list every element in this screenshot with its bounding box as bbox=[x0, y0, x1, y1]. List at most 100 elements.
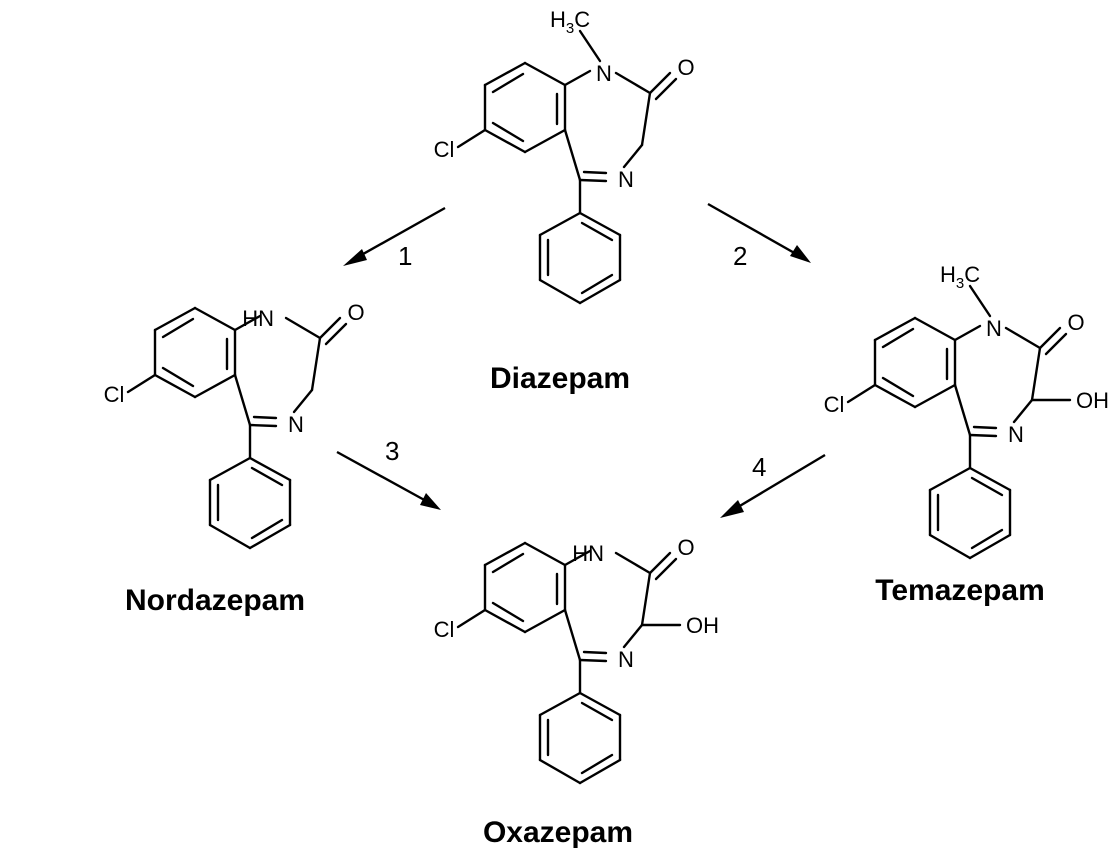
carbonyl-double-bond bbox=[324, 322, 348, 346]
benzo-ring-bond bbox=[483, 541, 527, 567]
ring-bond-n1-c2 bbox=[614, 71, 652, 95]
arrow-step-1 bbox=[343, 206, 446, 266]
methyl-subscript: 3 bbox=[566, 20, 574, 37]
hydroxyl-label: OH bbox=[686, 613, 719, 638]
benzo-ring-bond bbox=[523, 541, 567, 567]
ring-bond-n1-c2 bbox=[614, 551, 652, 575]
ring-bond-c5-c5a bbox=[563, 608, 582, 662]
carbonyl-oxygen-label: O bbox=[677, 55, 694, 80]
ring-bond-c3-n4 bbox=[622, 143, 644, 169]
benzo-ring-bond bbox=[523, 61, 567, 87]
benzo-ring-bond bbox=[193, 306, 237, 332]
carbonyl-double-bond bbox=[1044, 332, 1068, 356]
step-label-1: 1 bbox=[398, 241, 412, 271]
ring-bond-n4-c5 bbox=[968, 433, 998, 438]
carbonyl-double-bond bbox=[654, 557, 678, 581]
ring-bond-c3-n4 bbox=[622, 623, 644, 649]
benzo-ring-bond bbox=[193, 373, 237, 399]
benzo-ring-bond bbox=[913, 316, 957, 342]
ring-bond-c9a-n1 bbox=[563, 549, 592, 567]
phenyl-ring-bond bbox=[538, 211, 582, 237]
phenyl-ring-bond bbox=[578, 691, 622, 717]
benzo-ring-bond bbox=[483, 61, 527, 87]
carbonyl-bond bbox=[1038, 326, 1062, 350]
benzo-ring-double-bond bbox=[491, 121, 525, 143]
step-label-4: 4 bbox=[752, 452, 766, 482]
cl-atom-label: Cl bbox=[434, 617, 455, 642]
phenyl-ring-bond bbox=[208, 523, 252, 550]
arrow-step-2 bbox=[707, 202, 811, 263]
phenyl-ring-bond bbox=[928, 466, 972, 492]
compound-name-temazepam: Temazepam bbox=[875, 574, 1045, 607]
ring-bond-c9a-n1 bbox=[233, 314, 262, 332]
carbonyl-bond bbox=[648, 71, 672, 95]
benzo-ring-double-bond bbox=[881, 327, 915, 349]
benzo-ring-bond bbox=[873, 316, 917, 342]
n1-atom-label: HN bbox=[572, 541, 604, 566]
phenyl-ring-bond bbox=[208, 456, 252, 482]
benzo-ring-double-bond bbox=[491, 601, 525, 623]
ring-bond-c2-c3 bbox=[310, 336, 322, 392]
methyl-h: H bbox=[550, 7, 566, 32]
ring-bond-c9a-n1 bbox=[563, 69, 592, 87]
phenyl-ring-bond bbox=[248, 523, 292, 550]
arrow-step-4 bbox=[720, 453, 826, 518]
step-label-2: 2 bbox=[733, 241, 747, 271]
hydroxyl-label: OH bbox=[1076, 388, 1109, 413]
ring-double-bond-n4-c5 bbox=[582, 170, 608, 175]
ring-bond-n4-c5 bbox=[578, 658, 608, 663]
ring-bond-c3-n4 bbox=[1012, 398, 1034, 424]
phenyl-double-bond bbox=[250, 466, 284, 487]
n1-atom-label: N bbox=[596, 61, 612, 86]
cl-atom-label: Cl bbox=[434, 137, 455, 162]
phenyl-ring-bond bbox=[538, 691, 582, 717]
benzo-ring-double-bond bbox=[491, 552, 525, 574]
benzo-ring-double-bond bbox=[161, 366, 195, 388]
cl-bond bbox=[126, 373, 157, 394]
cl-atom-label: Cl bbox=[824, 392, 845, 417]
ring-bond-c2-c3 bbox=[640, 91, 652, 147]
phenyl-ring-bond bbox=[538, 758, 582, 785]
benzo-ring-double-bond bbox=[491, 72, 525, 94]
benzo-ring-bond bbox=[153, 306, 197, 332]
compound-name-diazepam: Diazepam bbox=[490, 362, 630, 395]
ring-bond-c5-c5a bbox=[563, 128, 582, 182]
methyl-label: H3C bbox=[940, 262, 980, 292]
ring-bond-c5-c5a bbox=[953, 383, 972, 437]
methyl-bond bbox=[968, 284, 992, 318]
n4-atom-label: N bbox=[1008, 422, 1024, 447]
phenyl-ring-bond bbox=[928, 533, 972, 560]
ring-bond-n4-c5 bbox=[248, 423, 278, 428]
phenyl-double-bond bbox=[580, 273, 614, 295]
phenyl-double-bond bbox=[250, 518, 284, 540]
benzo-ring-bond bbox=[483, 608, 527, 634]
benzo-ring-double-bond bbox=[161, 317, 195, 339]
phenyl-ring-bond bbox=[578, 758, 622, 785]
ring-bond-c9a-n1 bbox=[953, 324, 982, 342]
benzo-ring-double-bond bbox=[881, 376, 915, 398]
phenyl-ring-bond bbox=[968, 466, 1012, 492]
benzo-ring-bond bbox=[913, 383, 957, 409]
ring-bond-c2-c3 bbox=[640, 571, 652, 627]
n1-atom-label: HN bbox=[242, 306, 274, 331]
phenyl-ring-bond bbox=[578, 278, 622, 305]
carbonyl-oxygen-label: O bbox=[347, 300, 364, 325]
carbonyl-double-bond bbox=[654, 77, 678, 101]
methyl-subscript: 3 bbox=[956, 275, 964, 292]
n4-atom-label: N bbox=[618, 647, 634, 672]
phenyl-double-bond bbox=[580, 701, 614, 722]
benzo-ring-bond bbox=[153, 373, 197, 399]
n1-atom-label: N bbox=[986, 316, 1002, 341]
ring-bond-c2-c3 bbox=[1030, 346, 1042, 402]
ring-bond-c5-c5a bbox=[233, 373, 252, 427]
phenyl-double-bond bbox=[970, 528, 1004, 550]
ring-bond-c3-n4 bbox=[292, 388, 314, 414]
benzo-ring-bond bbox=[483, 128, 527, 154]
ring-double-bond-n4-c5 bbox=[582, 650, 608, 655]
methyl-c: C bbox=[964, 262, 980, 287]
ring-bond-n1-c2 bbox=[1004, 326, 1042, 350]
ring-bond-n4-c5 bbox=[578, 178, 608, 183]
